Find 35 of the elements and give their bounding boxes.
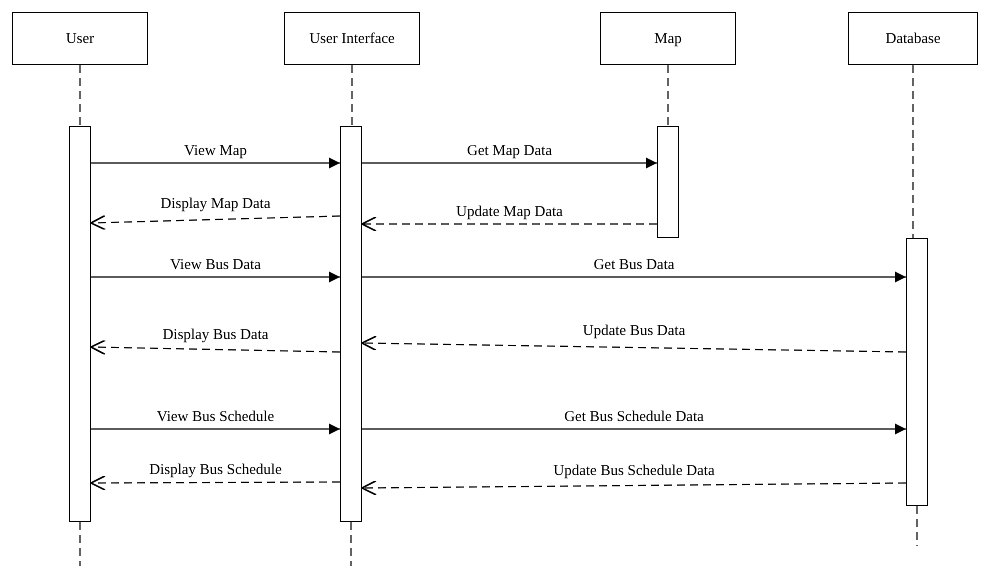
lifeline bbox=[79, 522, 81, 566]
message-arrow bbox=[91, 272, 340, 282]
edge-label: Display Bus Schedule bbox=[147, 462, 284, 479]
return-arrow bbox=[361, 480, 906, 496]
lifeline bbox=[351, 65, 353, 126]
lifeline bbox=[912, 65, 914, 238]
lifeline bbox=[667, 65, 669, 126]
message-arrow bbox=[362, 272, 906, 282]
lifeline-header-box: Map bbox=[600, 12, 736, 65]
lifeline bbox=[350, 522, 352, 566]
edge-label: Display Map Data bbox=[158, 196, 272, 213]
edge-label: Get Map Data bbox=[465, 143, 554, 160]
activation-bar bbox=[906, 238, 928, 506]
return-arrow bbox=[361, 216, 657, 232]
lifeline bbox=[916, 506, 918, 546]
message-arrow bbox=[362, 424, 906, 434]
edge-label: Update Map Data bbox=[454, 204, 565, 221]
return-arrow bbox=[90, 339, 340, 356]
message-arrow bbox=[91, 424, 340, 434]
lifeline bbox=[79, 65, 81, 126]
activation-bar bbox=[340, 126, 362, 522]
edge-label: Update Bus Data bbox=[580, 323, 688, 340]
edge-label: Display Bus Data bbox=[160, 327, 270, 344]
lifeline-header-box: Database bbox=[848, 12, 978, 65]
edge-label: Update Bus Schedule Data bbox=[551, 463, 717, 480]
lifeline-header-box: User Interface bbox=[284, 12, 420, 65]
edge-label: View Map bbox=[182, 143, 249, 160]
activation-bar bbox=[657, 126, 679, 238]
message-arrow bbox=[91, 158, 340, 168]
return-arrow bbox=[90, 214, 340, 230]
message-arrow bbox=[362, 158, 657, 168]
return-arrow bbox=[90, 475, 340, 491]
return-arrow bbox=[361, 335, 906, 353]
activation-bar bbox=[69, 126, 91, 522]
lifeline-header-box: User bbox=[12, 12, 148, 65]
